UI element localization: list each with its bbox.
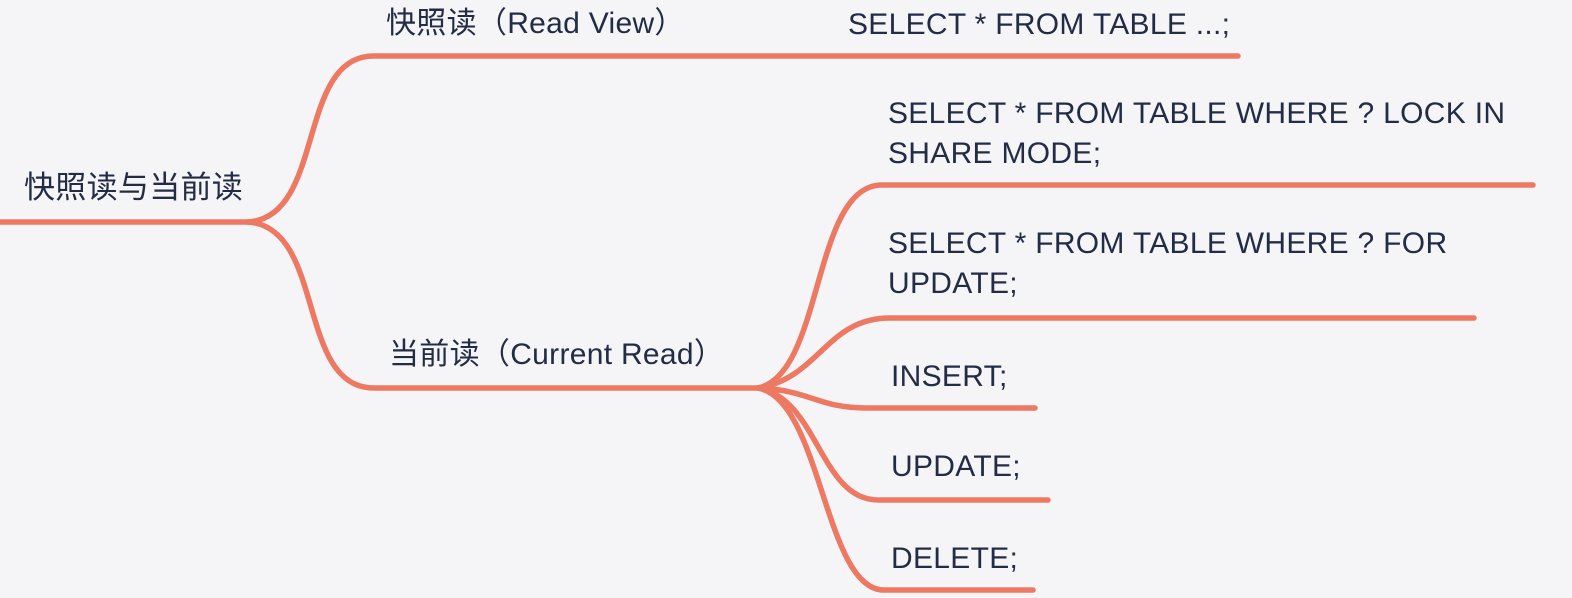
leaf-node-delete-sql[interactable]: DELETE; bbox=[891, 542, 1019, 575]
branch-node-current-read[interactable]: 当前读（Current Read） bbox=[389, 338, 725, 371]
connector-current-read-to-insert bbox=[755, 385, 1038, 411]
leaf-node-for-update-sql[interactable]: SELECT * FROM TABLE WHERE ? FOR UPDATE; bbox=[888, 227, 1448, 300]
connector-root-to-current-read bbox=[245, 219, 765, 391]
connector-current-read-to-delete bbox=[755, 385, 1036, 593]
leaf-node-lock-in-share-mode-sql[interactable]: SELECT * FROM TABLE WHERE ? LOCK IN SHAR… bbox=[888, 97, 1506, 170]
connector-current-read-to-lock-share bbox=[755, 182, 1536, 391]
connector-current-read-to-for-update bbox=[755, 315, 1477, 391]
root-node[interactable]: 快照读与当前读 bbox=[24, 170, 244, 205]
leaf-node-update-sql[interactable]: UPDATE; bbox=[891, 450, 1021, 483]
leaf-node-insert-sql[interactable]: INSERT; bbox=[891, 360, 1008, 393]
leaf-node-read-view-sql[interactable]: SELECT * FROM TABLE ...; bbox=[848, 8, 1231, 41]
branch-node-snapshot-read[interactable]: 快照读（Read View） bbox=[386, 7, 685, 40]
connector-root-to-snapshot-read bbox=[245, 53, 1241, 225]
